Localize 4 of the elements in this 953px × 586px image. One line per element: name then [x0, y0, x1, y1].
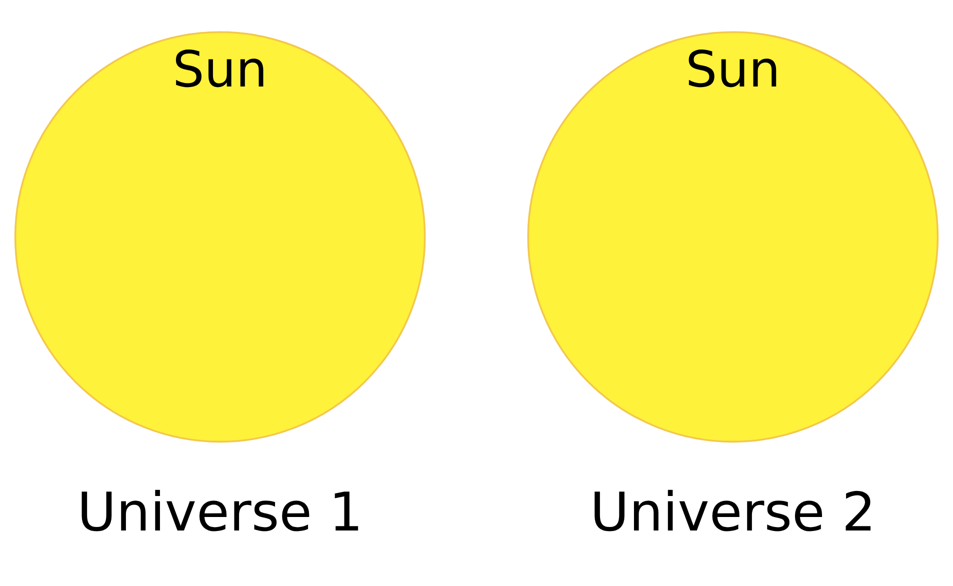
- node-label: Universe 1: [77, 480, 363, 544]
- node-circle: Sun: [14, 31, 426, 443]
- node-circle: Sun: [527, 31, 939, 443]
- node-label: Universe 2: [590, 480, 876, 544]
